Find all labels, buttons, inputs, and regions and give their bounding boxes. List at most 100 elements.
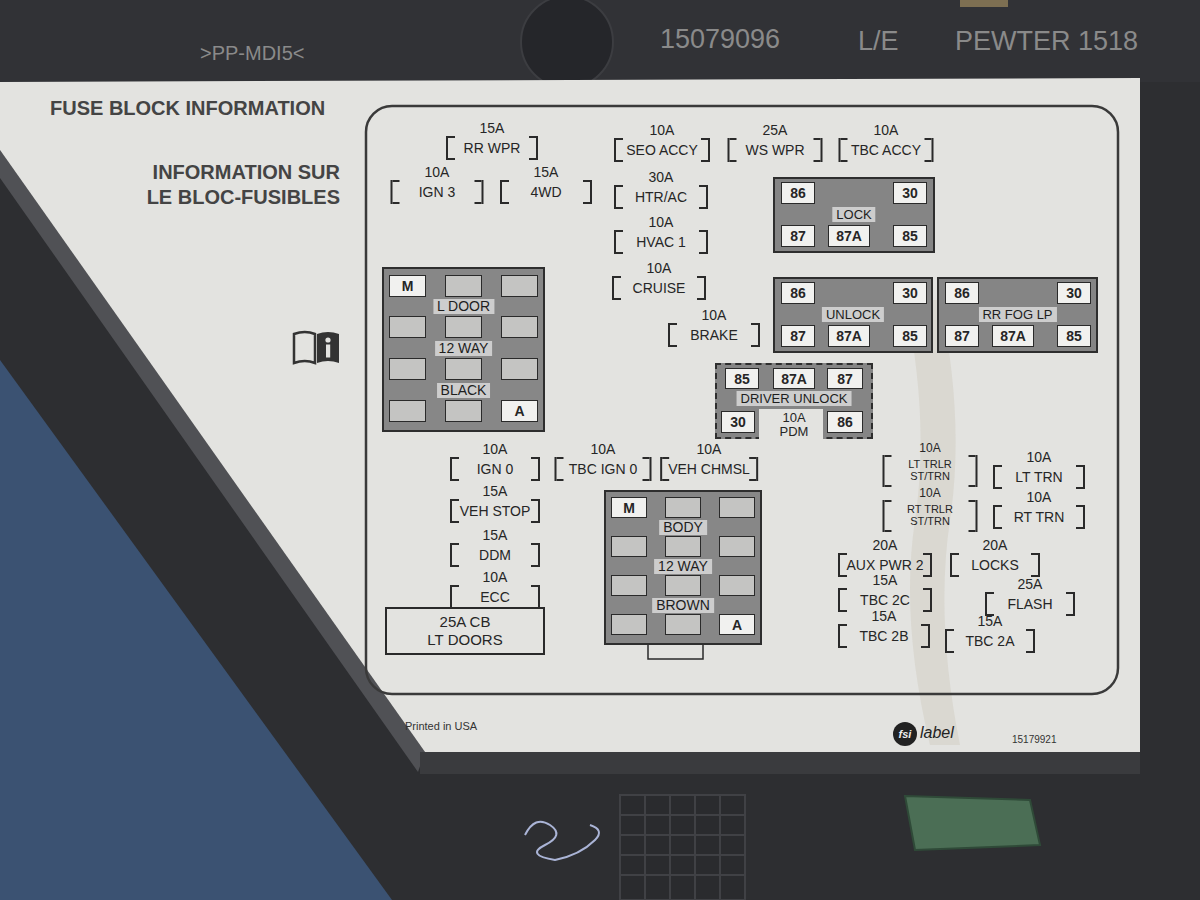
connector-pin: A bbox=[719, 614, 755, 635]
pin-number: 30 bbox=[730, 415, 746, 429]
fuse-bracket: RR WPR bbox=[446, 136, 538, 160]
logo-text: label bbox=[920, 724, 954, 742]
fuse-bracket: FLASH bbox=[985, 592, 1075, 616]
connector-cavity bbox=[445, 358, 482, 380]
fuse-bracket: IGN 3 bbox=[391, 180, 484, 204]
fuse-slot: 15ATBC 2B bbox=[838, 609, 930, 648]
fuse-bracket: IGN 0 bbox=[450, 457, 540, 481]
connector-cavity bbox=[719, 575, 755, 596]
retaining-clip bbox=[905, 796, 1040, 850]
fuse-rating: 10A bbox=[647, 261, 672, 275]
fuse-name: VEH CHMSL bbox=[668, 462, 750, 476]
fuse-slot: 10ALT TRLR ST/TRN bbox=[883, 442, 978, 487]
fuse-name: HTR/AC bbox=[635, 190, 687, 204]
molded-text: 15079096 bbox=[660, 24, 780, 55]
label-sticker bbox=[0, 78, 1140, 752]
relay-pin: 30 bbox=[893, 282, 927, 304]
fuse-rating: 10A bbox=[874, 123, 899, 137]
fuse-slot: 25A WS WPR bbox=[728, 123, 823, 162]
fuse-rating: 10A bbox=[697, 442, 722, 456]
fuse-bracket: TBC 2A bbox=[945, 629, 1035, 653]
fuse-slot: 10AIGN 3 bbox=[391, 165, 484, 204]
fuse-name: WS WPR bbox=[745, 143, 804, 157]
fuse-slot: 20ALOCKS bbox=[950, 538, 1040, 577]
print-note: Printed in USA bbox=[405, 720, 477, 732]
fuse-rating: 20A bbox=[873, 538, 898, 552]
connector-cavity bbox=[665, 536, 701, 557]
relay-pin: 85 bbox=[725, 368, 759, 389]
connector-pin: A bbox=[501, 400, 538, 422]
fuse-bracket: HVAC 1 bbox=[614, 230, 708, 254]
relay-pin: 85 bbox=[893, 225, 927, 247]
fuse-rating: 10A bbox=[919, 442, 940, 454]
fuse-name: TBC IGN 0 bbox=[569, 462, 637, 476]
connector-cavity bbox=[501, 275, 538, 297]
connector-cavity bbox=[445, 275, 482, 297]
relay-block: DRIVER UNLOCK10APDM8587A873086 bbox=[715, 363, 873, 439]
fuse-slot: 10ART TRN bbox=[993, 490, 1085, 529]
label-border bbox=[366, 106, 1118, 694]
connector-cavity bbox=[665, 614, 701, 635]
fuse-rating: 10A bbox=[649, 215, 674, 229]
fuse-name: ECC bbox=[480, 590, 510, 604]
fuse-bracket: LT TRLR ST/TRN bbox=[883, 455, 978, 487]
manual-icon bbox=[294, 332, 339, 363]
fuse-bracket: TBC IGN 0 bbox=[555, 457, 652, 481]
fuse-slot: 10ATBC IGN 0 bbox=[555, 442, 652, 481]
fuse-bracket: WS WPR bbox=[728, 138, 823, 162]
relay-pin: 85 bbox=[893, 325, 927, 347]
fuse-bracket: ECC bbox=[450, 585, 540, 609]
pin-number: 30 bbox=[902, 186, 918, 200]
pin-number: 85 bbox=[902, 329, 918, 343]
fuse-rating: 25A bbox=[763, 123, 788, 137]
fuse-slot: 30AHTR/AC bbox=[614, 170, 708, 209]
relay-pin: 86 bbox=[781, 182, 815, 204]
pin-number: 30 bbox=[1066, 286, 1082, 300]
connector-cavity bbox=[501, 358, 538, 380]
connector-cavity bbox=[445, 400, 482, 422]
molded-text: PEWTER 1518 bbox=[955, 26, 1138, 57]
fuse-rating: 10A bbox=[1027, 490, 1052, 504]
fuse-slot: 10ALT TRN bbox=[993, 450, 1085, 489]
relay-label: RR FOG LP bbox=[978, 307, 1056, 322]
fuse-bracket: LOCKS bbox=[950, 553, 1040, 577]
fuse-name: VEH STOP bbox=[460, 504, 531, 518]
fuse-rating: 15A bbox=[873, 573, 898, 587]
fuse-bracket: BRAKE bbox=[668, 323, 760, 347]
fuse-rating: 10A bbox=[483, 570, 508, 584]
fuse-name: DDM bbox=[479, 548, 511, 562]
connector-cavity bbox=[501, 316, 538, 338]
fuse-name: TBC 2A bbox=[965, 634, 1014, 648]
fuse-name: SEO ACCY bbox=[626, 143, 698, 157]
relay-label: LOCK bbox=[832, 207, 875, 222]
fuse-name: CRUISE bbox=[633, 281, 686, 295]
connector-cavity bbox=[389, 400, 426, 422]
housing-rim bbox=[420, 752, 1140, 774]
connector-cavity bbox=[389, 316, 426, 338]
connector-cavity bbox=[665, 575, 701, 596]
connector-label: BODY bbox=[659, 520, 707, 535]
connector-pin: M bbox=[389, 275, 426, 297]
relay-pin: 87 bbox=[781, 325, 815, 347]
fuse-rating: 10A bbox=[425, 165, 450, 179]
fuse-slot: 20AAUX PWR 2 bbox=[838, 538, 932, 577]
fuse-slot: 10ART TRLR ST/TRN bbox=[883, 487, 978, 532]
connector-cavity bbox=[611, 575, 647, 596]
fuse-rating: 10A bbox=[483, 442, 508, 456]
pin-number: 87A bbox=[1000, 329, 1026, 343]
relay-pin: 87A bbox=[828, 225, 870, 247]
fuse-bracket: TBC 2B bbox=[838, 624, 930, 648]
fuse-name: BRAKE bbox=[690, 328, 737, 342]
fuse-slot: 10ABRAKE bbox=[668, 308, 760, 347]
breaker-text: 25A CB bbox=[440, 613, 491, 631]
connector-label: 12 WAY bbox=[654, 559, 712, 574]
fuse-name: PDM bbox=[780, 425, 809, 438]
fuse-bracket: DDM bbox=[450, 543, 540, 567]
relay-pin: 86 bbox=[827, 411, 863, 433]
pin-number: 85 bbox=[1066, 329, 1082, 343]
pin-number: M bbox=[402, 279, 414, 293]
fuse-bracket: VEH CHMSL bbox=[660, 457, 758, 481]
latch-tab bbox=[960, 0, 1008, 7]
fuse-name: RR WPR bbox=[464, 141, 521, 155]
